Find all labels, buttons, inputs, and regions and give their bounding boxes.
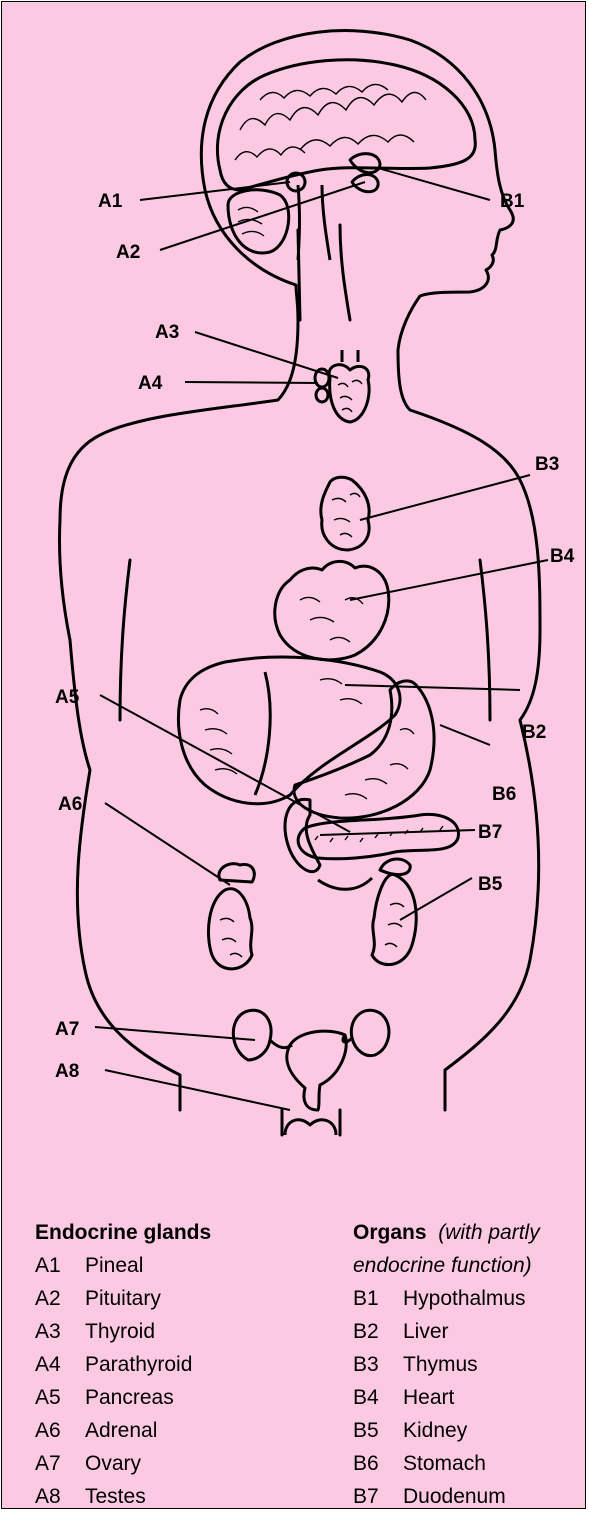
legend-code: B3 xyxy=(353,1348,403,1381)
endocrine-diagram: A1 A2 A3 A4 A5 A6 A7 A8 B1 B2 B3 B4 B5 B… xyxy=(0,0,589,1160)
label-b4: B4 xyxy=(550,546,575,567)
testes xyxy=(285,1120,336,1135)
organs-title: Organs xyxy=(353,1221,427,1244)
label-b7: B7 xyxy=(478,822,502,843)
legend-name: Kidney xyxy=(403,1419,467,1442)
organs-legend: Organs (with partly endocrine function) … xyxy=(353,1216,583,1513)
label-a8: A8 xyxy=(55,1061,79,1082)
organs-legend-title: Organs (with partly xyxy=(353,1216,583,1249)
legend-code: B2 xyxy=(353,1315,403,1348)
legend-name: Stomach xyxy=(403,1452,486,1475)
legend-name: Duodenum xyxy=(403,1485,506,1508)
legend-name: Pineal xyxy=(85,1254,143,1277)
legend-code: A7 xyxy=(35,1447,85,1480)
legend-code: B4 xyxy=(353,1381,403,1414)
liver xyxy=(178,657,400,804)
label-b1: B1 xyxy=(500,191,525,212)
neck-line-2 xyxy=(340,225,350,320)
heart xyxy=(275,561,389,659)
brain-folds xyxy=(235,84,426,160)
label-a5: A5 xyxy=(55,687,80,708)
legend-name: Thyroid xyxy=(85,1320,155,1343)
legend-code: B7 xyxy=(353,1480,403,1513)
label-a4: A4 xyxy=(138,373,163,394)
label-a7: A7 xyxy=(55,1019,79,1040)
fallopian-tubes xyxy=(270,1035,352,1048)
legend-name: Hypothalmus xyxy=(403,1287,526,1310)
organs-note-2: endocrine function) xyxy=(353,1249,583,1282)
legend-name: Ovary xyxy=(85,1452,141,1475)
ovary-right xyxy=(351,1010,389,1055)
parathyroid-2 xyxy=(316,388,328,402)
legend-code: A5 xyxy=(35,1381,85,1414)
kidney-left xyxy=(208,889,252,969)
label-b5: B5 xyxy=(478,874,503,895)
legend-name: Liver xyxy=(403,1320,449,1343)
label-b6: B6 xyxy=(492,784,516,805)
trachea xyxy=(342,350,358,362)
label-a3: A3 xyxy=(155,322,179,343)
label-b2: B2 xyxy=(522,722,546,743)
legend-code: A1 xyxy=(35,1249,85,1282)
legend-name: Pancreas xyxy=(85,1386,174,1409)
legend-name: Testes xyxy=(85,1485,146,1508)
thyroid xyxy=(329,365,369,422)
legend-name: Adrenal xyxy=(85,1419,157,1442)
liver-lobe-line xyxy=(255,672,270,795)
label-a2: A2 xyxy=(116,242,140,263)
uterus xyxy=(287,1031,346,1110)
glands-legend-title: Endocrine glands xyxy=(35,1216,275,1249)
legend-name: Pituitary xyxy=(85,1287,161,1310)
label-a1: A1 xyxy=(98,191,123,212)
legend-code: B5 xyxy=(353,1414,403,1447)
label-a6: A6 xyxy=(58,794,82,815)
legend-name: Parathyroid xyxy=(85,1353,192,1376)
brain xyxy=(217,60,475,190)
legend-code: A6 xyxy=(35,1414,85,1447)
duodenum-curve xyxy=(318,878,372,889)
thymus xyxy=(321,477,369,550)
legend-code: A3 xyxy=(35,1315,85,1348)
legend-code: A2 xyxy=(35,1282,85,1315)
kidney-right xyxy=(372,874,416,964)
legend-name: Heart xyxy=(403,1386,454,1409)
arm-line-left xyxy=(120,560,130,720)
pancreas xyxy=(298,814,458,858)
legend-name: Thymus xyxy=(403,1353,478,1376)
organs-note-1: (with partly xyxy=(438,1221,540,1244)
ovary-left xyxy=(233,1010,271,1060)
arm-line-right xyxy=(480,560,490,720)
legend-code: A4 xyxy=(35,1348,85,1381)
label-b3: B3 xyxy=(535,454,559,475)
adrenal-right xyxy=(380,859,410,875)
pituitary-gland xyxy=(352,175,378,192)
hypothalamus xyxy=(350,154,380,173)
legend-code: A8 xyxy=(35,1480,85,1513)
legend-code: B6 xyxy=(353,1447,403,1480)
duodenum xyxy=(285,799,320,871)
legend-code: B1 xyxy=(353,1282,403,1315)
adrenal-left xyxy=(219,864,254,882)
